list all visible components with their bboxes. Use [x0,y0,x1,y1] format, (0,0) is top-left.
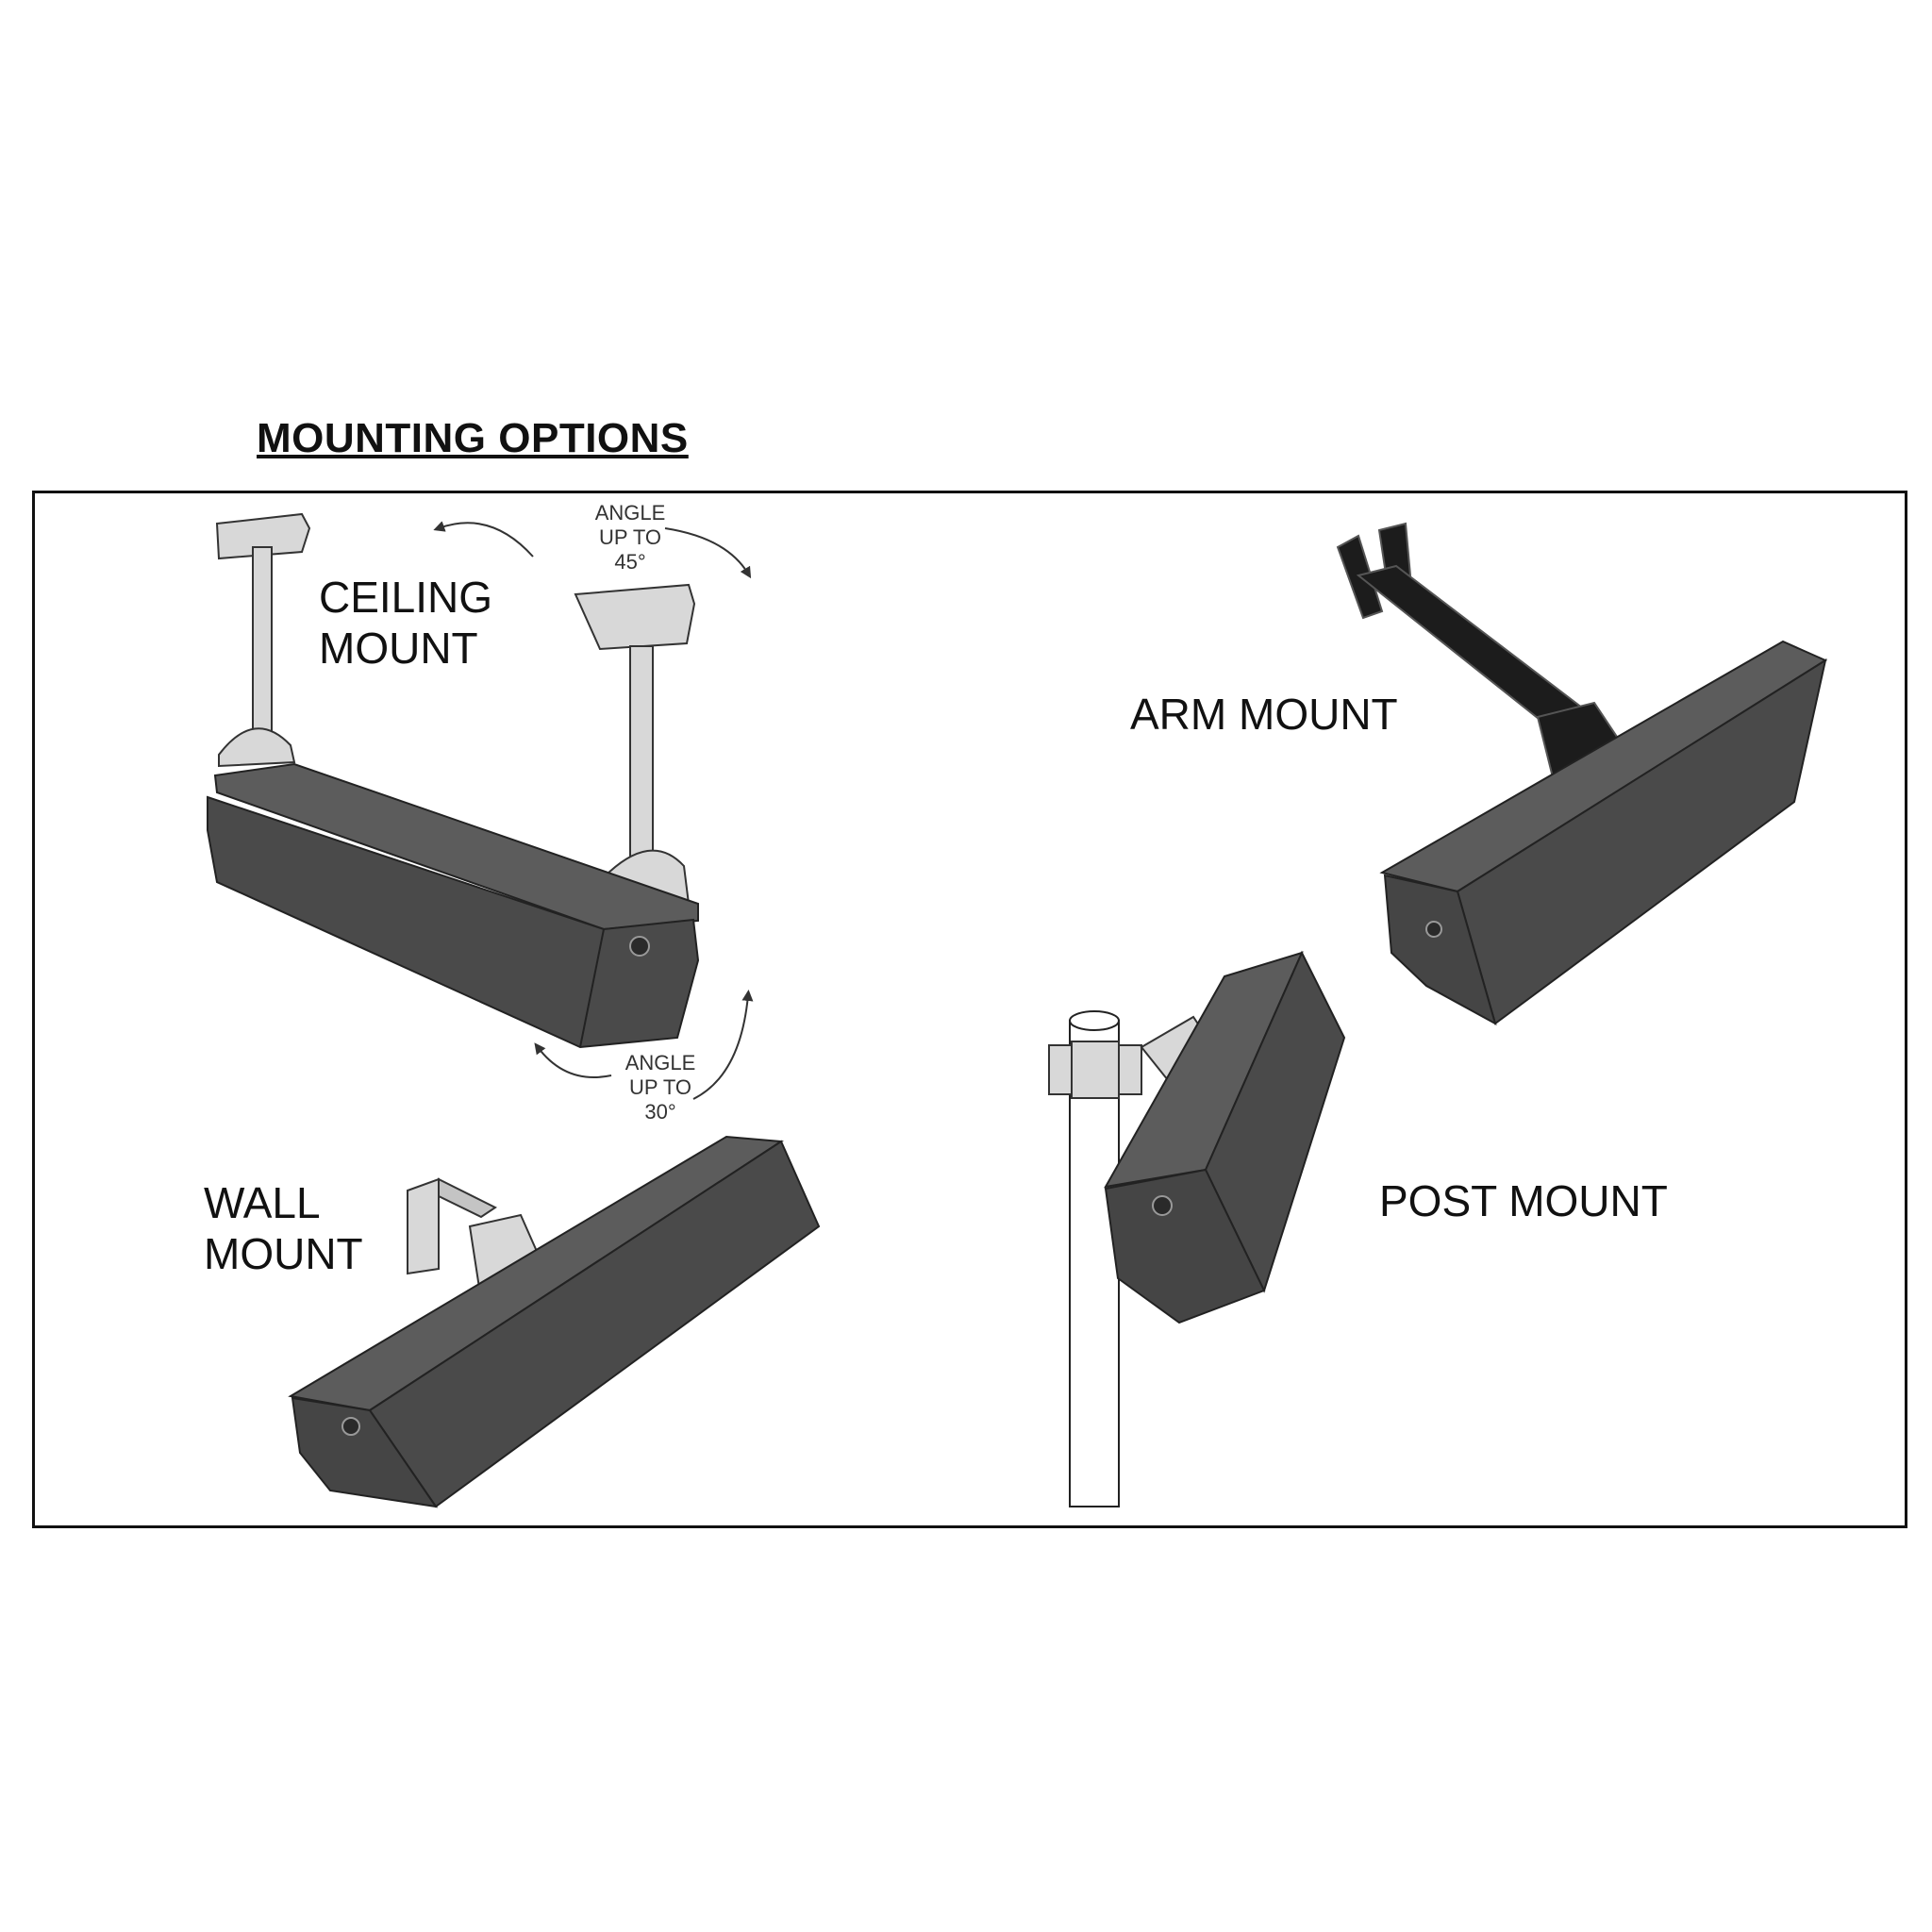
angle-top-line-3: 45° [614,550,645,574]
ceiling-right-bracket [574,583,696,909]
post-heater-body [1104,950,1346,1324]
angle-top-line-2: UP TO [599,525,661,549]
wall-heater-body [288,1135,821,1508]
angle-bottom-line-2: UP TO [629,1075,691,1099]
ceiling-heater-body [207,762,700,1049]
rotation-arrow-icon [433,521,534,558]
page-title: MOUNTING OPTIONS [257,415,689,461]
diagram-frame [32,491,1907,1528]
rotation-arrow-icon [692,990,754,1100]
post-mount-illustration [1048,950,1346,1507]
arm-mount-illustration [1336,522,1828,1026]
ceiling-mount-label: CEILING MOUNT [319,573,493,673]
angle-bottom-line-1: ANGLE [625,1051,696,1074]
angle-top-line-1: ANGLE [595,501,666,525]
wall-mount-illustration [288,1135,821,1508]
rotation-arrow-icon [534,1042,612,1078]
post-mount-label: POST MOUNT [1379,1176,1668,1225]
ceiling-left-bracket [215,512,311,768]
ceiling-mount-illustration [207,512,700,1049]
arm-heater-body [1379,640,1828,1026]
angle-bottom-line-3: 30° [644,1100,675,1124]
arm-mount-label: ARM MOUNT [1130,690,1398,739]
rotation-arrow-icon [664,527,752,579]
wall-mount-label: WALL MOUNT [204,1178,363,1278]
